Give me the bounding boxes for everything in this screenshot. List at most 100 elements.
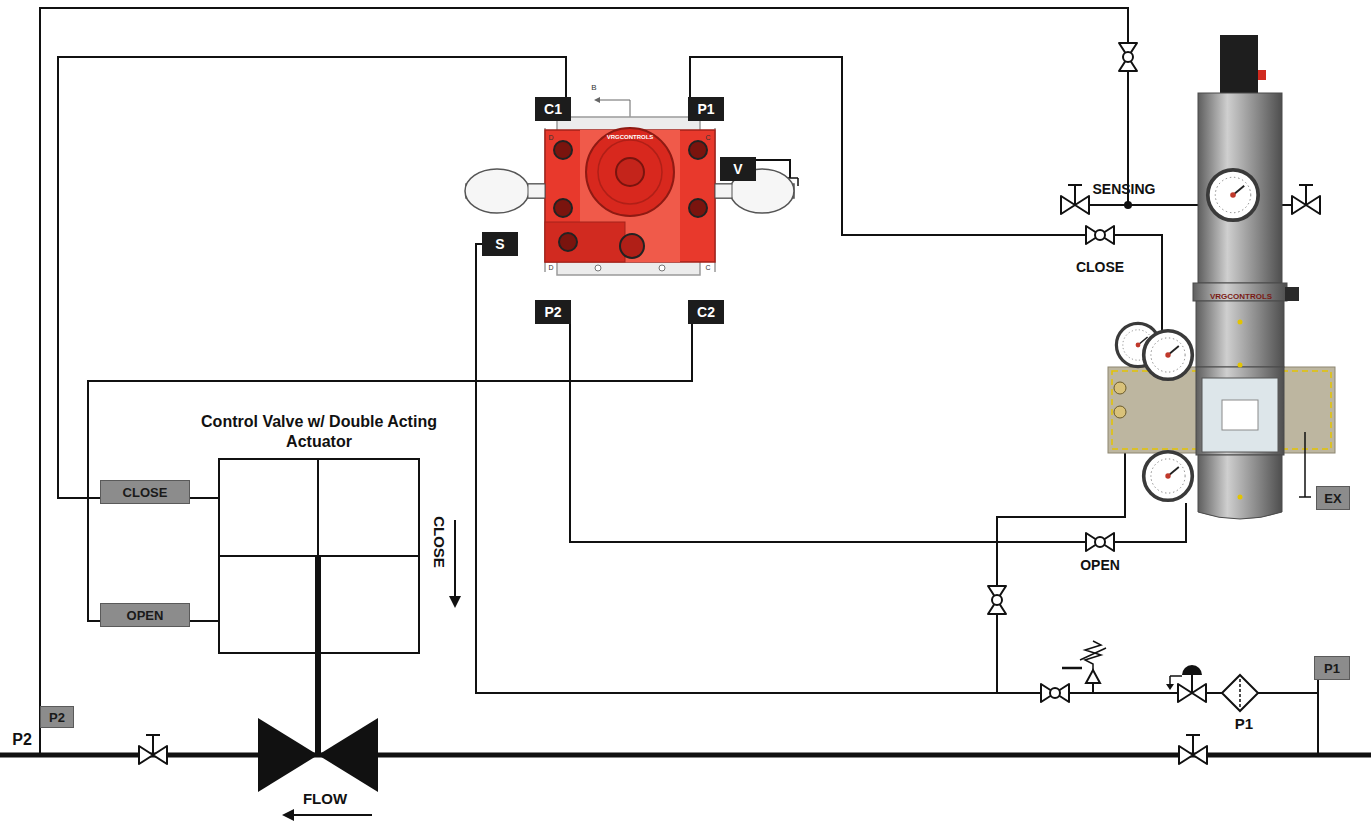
title-holder: Control Valve w/ Double Acting Actuator [201, 412, 437, 452]
drawing-circle [1114, 406, 1126, 418]
drawing-circle [595, 265, 601, 271]
port-name: P2 [544, 304, 561, 320]
drawing-use [1292, 185, 1320, 214]
port-name: S [495, 236, 504, 252]
drawing-path [40, 8, 1128, 755]
drawing-use [139, 735, 167, 764]
port-name: P1 [1324, 661, 1340, 676]
drawing-polygon [1222, 675, 1258, 711]
pressure-label: P1 [1235, 716, 1253, 733]
port-label: P1 [688, 97, 724, 121]
drawing-path [1182, 665, 1202, 675]
drawing-circle [1238, 320, 1243, 325]
drawing-line [0, 753, 1371, 758]
drawing-use [1119, 43, 1137, 71]
drawing-circle [598, 140, 662, 204]
drawing-line [1317, 693, 1319, 755]
component-title: Control Valve w/ Double Acting Actuator [201, 412, 437, 452]
drawing-line [190, 620, 218, 622]
valve-label: OPEN [1080, 558, 1120, 573]
drawing-line [1239, 679, 1241, 707]
exhaust-tag: EX [1316, 486, 1350, 510]
drawing-line [1092, 683, 1094, 693]
drawing-path [1085, 641, 1101, 670]
pneumatic-line [88, 324, 692, 621]
section-mark: B [591, 84, 596, 93]
drawing-rect [1198, 93, 1282, 283]
section-mark: D [548, 264, 553, 272]
junction-label: SENSING [1092, 182, 1155, 197]
drawing-circle [1238, 495, 1243, 500]
drawing-use [1061, 185, 1089, 214]
drawing-circle [689, 141, 707, 159]
direction-label: CLOSE [431, 516, 448, 568]
drawing-circle [620, 234, 644, 258]
valve-label: CLOSE [1076, 260, 1124, 275]
drawing-rect [1196, 367, 1284, 455]
drawing-use [1144, 452, 1193, 501]
drawing-rect [1258, 70, 1266, 80]
drawing-rect [1220, 35, 1258, 93]
drawing-polygon [1086, 670, 1100, 683]
port-label: S [482, 232, 518, 256]
drawing-circle [554, 199, 572, 217]
drawing-use [1041, 684, 1069, 702]
drawing-circle [586, 128, 674, 216]
drawing-line [1080, 648, 1106, 660]
actuator-box: Control Valve w/ Double Acting Actuator [218, 458, 420, 654]
drawing-circle [1238, 363, 1243, 368]
port-name: OPEN [127, 608, 164, 623]
brand-mark: VRGCONTROLS [1210, 293, 1272, 302]
drawing-path [997, 452, 1125, 693]
drawing-rect [1196, 301, 1284, 367]
drawing-line [292, 814, 372, 816]
drawing-line [218, 555, 420, 557]
drawing-rect [545, 222, 625, 262]
drawing-use [1208, 170, 1258, 220]
drawing-path [1299, 496, 1311, 498]
drawing-circle [616, 158, 644, 186]
drawing-polyline [88, 324, 692, 621]
section-mark: D [548, 134, 553, 142]
pressure-label: P2 [12, 731, 32, 749]
drawing-use [1086, 226, 1114, 244]
drawing-path [600, 100, 630, 117]
drawing-circle [1114, 382, 1126, 394]
drawing-g [1119, 43, 1137, 71]
drawing-rect [1222, 400, 1258, 430]
drawing-use [1179, 735, 1207, 764]
drawing-use [1086, 533, 1114, 551]
port-label: C2 [688, 300, 724, 324]
actuator-port: CLOSE [100, 480, 190, 504]
drawing-polygon [1166, 684, 1174, 690]
drawing-use [988, 586, 1006, 614]
drawing-line [315, 556, 321, 755]
drawing-circle [1124, 201, 1132, 209]
drawing-rect [715, 184, 732, 198]
port-name: EX [1324, 491, 1341, 506]
pneumatic-line [58, 57, 566, 498]
port-name: V [733, 161, 742, 177]
port-name: C2 [697, 304, 715, 320]
pressure-tap: P2 [40, 706, 74, 728]
drawing-line [1062, 667, 1082, 670]
drawing-polygon [282, 809, 294, 821]
drawing-circle [554, 141, 572, 159]
port-name: P2 [49, 710, 65, 725]
drawing-use [1144, 331, 1193, 380]
drawing-polygon [449, 596, 461, 608]
drawing-circle [559, 233, 577, 251]
section-mark: C [705, 264, 710, 272]
drawing-circle [659, 265, 665, 271]
flow-label: FLOW [303, 791, 347, 808]
drawing-polygon [318, 718, 378, 792]
drawing-g [988, 586, 1006, 614]
drawing-polygon [258, 718, 318, 792]
drawing-rect [1285, 287, 1299, 301]
drawing-path [690, 57, 1162, 330]
port-name: C1 [544, 101, 562, 117]
drawing-polygon [594, 97, 600, 103]
drawing-polyline [476, 244, 1318, 693]
section-mark: C [705, 134, 710, 142]
brand-mark: VRGCONTROLS [607, 134, 654, 141]
